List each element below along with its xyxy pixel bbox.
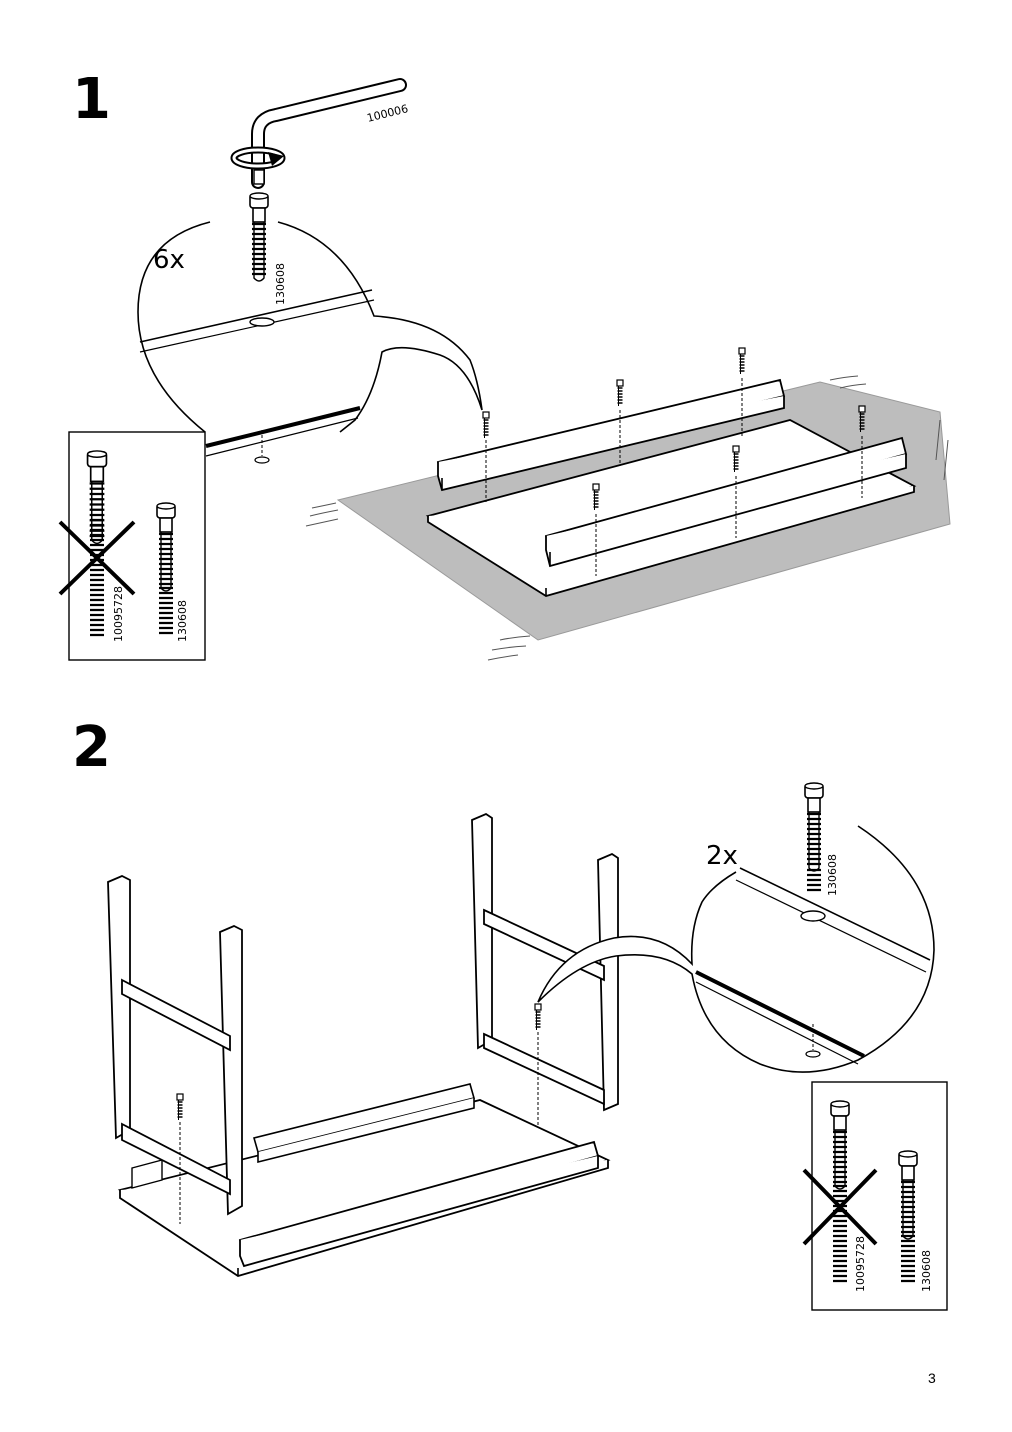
cross-mark-icon [58, 520, 136, 596]
leg-screw-icon [534, 1003, 542, 1031]
screw-icon [248, 191, 270, 283]
step-1-quantity: 6x [153, 245, 185, 275]
step-1-number: 1 [72, 67, 111, 132]
page-number: 3 [928, 1370, 936, 1386]
step-2-quantity: 2x [706, 841, 738, 871]
step-1-wrong-part-number: 10095728 [112, 586, 125, 642]
cross-mark-icon [802, 1168, 878, 1246]
right-leg-frame [471, 812, 619, 1112]
rail-screw-icon [616, 379, 624, 407]
left-leg-frame [107, 875, 243, 1216]
step-2-screw-part-number: 130608 [826, 854, 839, 896]
step-2-illustration: 2x 130608 10095728 130608 [107, 781, 948, 1311]
step-2-wrong-part-number: 10095728 [854, 1236, 867, 1292]
step-2-right-part-number: 130608 [920, 1250, 933, 1292]
leg-screw-icon [176, 1093, 184, 1121]
rail-screw-icon [482, 411, 490, 439]
step-1-screw-part-number: 130608 [274, 263, 287, 305]
zoom-circle [137, 221, 483, 464]
step-1-right-part-number: 130608 [176, 600, 189, 642]
rail-screw-icon [738, 347, 746, 375]
step-1-illustration: 100006 6x 130608 10095728 130608 [58, 78, 951, 661]
step-2-number: 2 [72, 715, 111, 780]
zoom-circle [537, 825, 935, 1073]
hex-key-icon [230, 78, 407, 189]
tool-part-number: 100006 [366, 102, 410, 125]
